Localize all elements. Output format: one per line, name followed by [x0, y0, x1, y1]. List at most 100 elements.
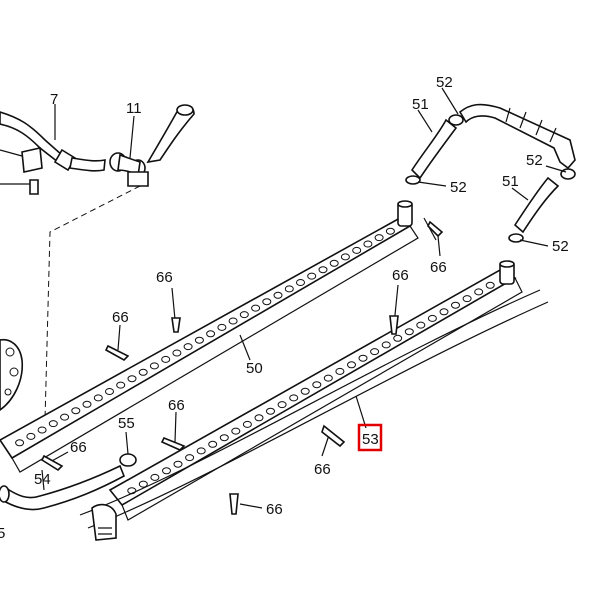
leader-52-c	[545, 165, 567, 173]
rail-53-hole	[439, 308, 449, 316]
callout-66-b: 66	[112, 309, 129, 326]
callout-66-a: 66	[156, 269, 173, 286]
callout-66-f: 66	[70, 439, 87, 456]
rail-50-hole	[161, 355, 171, 363]
leader-55	[125, 431, 129, 455]
leader-51-lower	[511, 187, 529, 201]
leader-52-a	[441, 87, 459, 115]
rail-53-hole	[416, 321, 426, 329]
rail-53-hole	[485, 281, 495, 289]
rail-50-hole	[273, 291, 283, 299]
callout-11: 11	[126, 100, 142, 117]
rail-50-hole	[71, 407, 81, 415]
rail-50-hole	[374, 234, 384, 242]
rail-53-hole	[381, 341, 391, 349]
rail-53-hole	[474, 288, 484, 296]
rail-53-hole	[347, 361, 356, 369]
callout-51-top: 51	[412, 96, 429, 113]
rail-53-hole	[312, 381, 322, 389]
rail-53-hole	[138, 480, 148, 488]
callout-66-d: 66	[430, 259, 447, 276]
rail-50-hole	[352, 246, 362, 254]
bolt-66-a	[171, 287, 181, 333]
rail-50-hole	[172, 349, 182, 357]
callout-53: 53	[362, 431, 379, 448]
rail-50-hole	[116, 381, 126, 389]
rail-50-hole	[228, 317, 238, 325]
callout-66-h: 66	[266, 501, 283, 518]
rail-50-hole	[363, 240, 373, 248]
rail-53-hole	[427, 314, 437, 322]
rail-50-hole	[296, 279, 305, 286]
callout-66-g: 66	[314, 461, 331, 478]
rail-53-hole	[323, 374, 333, 382]
bolt-66-b	[104, 324, 130, 361]
leader-52-d	[519, 239, 549, 247]
rail-53-hole	[162, 467, 171, 475]
rail-53-hole	[266, 407, 275, 415]
dashed-guide	[44, 185, 141, 421]
leader-50	[239, 334, 251, 361]
rail-50-hole	[262, 298, 272, 306]
callout-55: 55	[118, 415, 135, 432]
bolt-66-e	[160, 411, 186, 451]
fitting-50-end	[397, 200, 413, 227]
bolt-66-c	[389, 284, 399, 335]
leader-52-b	[417, 181, 447, 187]
callout-52-d: 52	[552, 238, 569, 255]
rail-53-hole	[404, 328, 414, 336]
rail-50-hole	[329, 259, 339, 267]
callout-7: 7	[50, 91, 58, 108]
fitting-53-end	[499, 260, 515, 285]
rail-50-hole	[307, 272, 317, 280]
rail-53-hole	[208, 440, 218, 448]
bolt-66-h	[229, 493, 263, 515]
clamp-55	[119, 453, 137, 467]
leader-54	[41, 469, 45, 491]
rail-50-hole	[149, 362, 159, 370]
hose-51-top	[405, 118, 458, 185]
callout-5: 5	[0, 525, 5, 542]
hose-7	[0, 111, 106, 172]
bolt-66-f	[40, 451, 69, 472]
callout-51-lower: 51	[502, 173, 519, 190]
rail-53	[79, 269, 549, 529]
rail-50-hole	[82, 400, 92, 408]
rail-53-hole	[289, 394, 299, 402]
rail-53-hole	[231, 427, 241, 435]
rail-53-hole	[451, 301, 460, 309]
rail-50-hole	[93, 394, 103, 402]
rail-50-hole	[105, 388, 114, 395]
rail-50-hole	[206, 330, 216, 338]
leader-11	[129, 115, 135, 159]
rail-50-hole	[340, 253, 350, 261]
rail-50-hole	[37, 426, 47, 434]
rail-53-hole	[254, 414, 264, 422]
callout-52-c: 52	[526, 152, 543, 169]
rail-53-hole	[219, 434, 229, 442]
rail-53-hole	[335, 367, 345, 375]
rail-50-hole	[251, 304, 261, 312]
leader-53	[355, 395, 367, 429]
rail-53-hole	[173, 460, 183, 468]
left-fitting	[0, 338, 24, 411]
hose-51-lower	[508, 176, 560, 243]
rail-53-hole	[358, 354, 368, 362]
rail-50-hole	[48, 420, 58, 428]
rail-50-hole	[15, 439, 25, 447]
rail-50-hole	[217, 323, 227, 331]
pipe-top-right	[448, 103, 576, 180]
hose-54	[0, 464, 126, 511]
rail-50-hole	[284, 285, 294, 293]
rail-50-hole	[60, 413, 70, 421]
rail-53-hole	[150, 473, 160, 481]
rail-50-hole	[385, 227, 395, 235]
bolt-66-d	[423, 217, 444, 241]
rail-53-hole	[242, 420, 252, 428]
rail-50-hole	[26, 432, 36, 440]
fitting-lower-left	[91, 503, 117, 541]
leader-51-top	[417, 109, 433, 133]
rail-53-hole	[185, 454, 195, 462]
